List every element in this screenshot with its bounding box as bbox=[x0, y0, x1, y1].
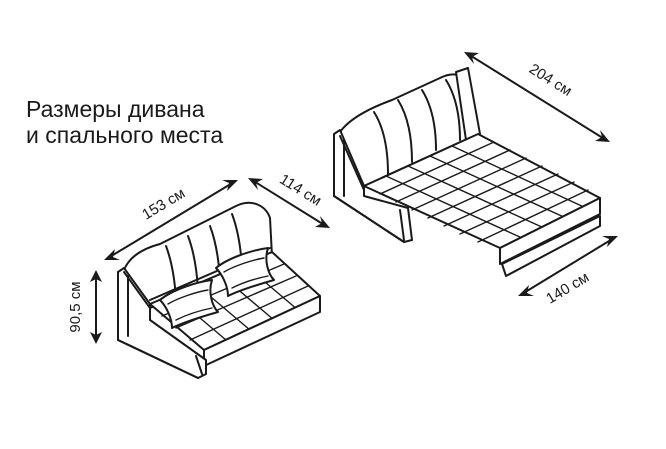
dim-sofa-width-arrow-end bbox=[222, 180, 238, 191]
dim-sofa-height-arrow-start bbox=[90, 270, 102, 282]
bed-backrest-seams bbox=[373, 79, 461, 175]
dim-bed-width-arrow-end bbox=[602, 236, 618, 247]
dim-bed-width-line bbox=[521, 237, 615, 295]
dim-sofa-depth-label: 114 см bbox=[276, 171, 324, 210]
bed-mattress-grid bbox=[379, 141, 589, 243]
unfolded-bed-drawing bbox=[333, 67, 601, 277]
dim-sofa-width-line bbox=[107, 181, 235, 259]
dim-bed-length-arrow-end bbox=[595, 130, 610, 142]
title-line-1: Размеры дивана bbox=[26, 96, 205, 122]
dim-bed-width-arrow-start bbox=[518, 285, 534, 296]
dim-sofa-height-label: 90,5 см bbox=[67, 281, 84, 332]
dim-sofa-height-arrow-end bbox=[90, 332, 102, 344]
bed-base bbox=[501, 215, 601, 277]
pillow-2 bbox=[215, 247, 275, 297]
dim-sofa-depth-arrow-end bbox=[315, 216, 330, 228]
title-line-2: и спального места bbox=[26, 122, 223, 148]
bed-mattress-front bbox=[499, 197, 601, 265]
dim-sofa-width-label: 153 см bbox=[139, 185, 188, 224]
dim-bed-length-arrow-start bbox=[464, 52, 479, 64]
dim-bed-width-label: 140 см bbox=[543, 269, 592, 308]
pillow-2-fold bbox=[223, 257, 269, 289]
dim-sofa-width-arrow-start bbox=[104, 249, 120, 260]
folded-sofa-back bbox=[123, 201, 273, 309]
pillow-1 bbox=[159, 279, 219, 329]
folded-sofa-back-seams bbox=[165, 213, 243, 301]
dim-sofa-depth-line bbox=[251, 179, 327, 227]
folded-sofa-drawing bbox=[117, 201, 321, 379]
dimension-lines bbox=[90, 52, 618, 344]
dim-bed-length-line bbox=[467, 53, 607, 141]
pillow-1-fold bbox=[167, 289, 213, 321]
dim-sofa-depth-arrow-start bbox=[248, 178, 263, 190]
